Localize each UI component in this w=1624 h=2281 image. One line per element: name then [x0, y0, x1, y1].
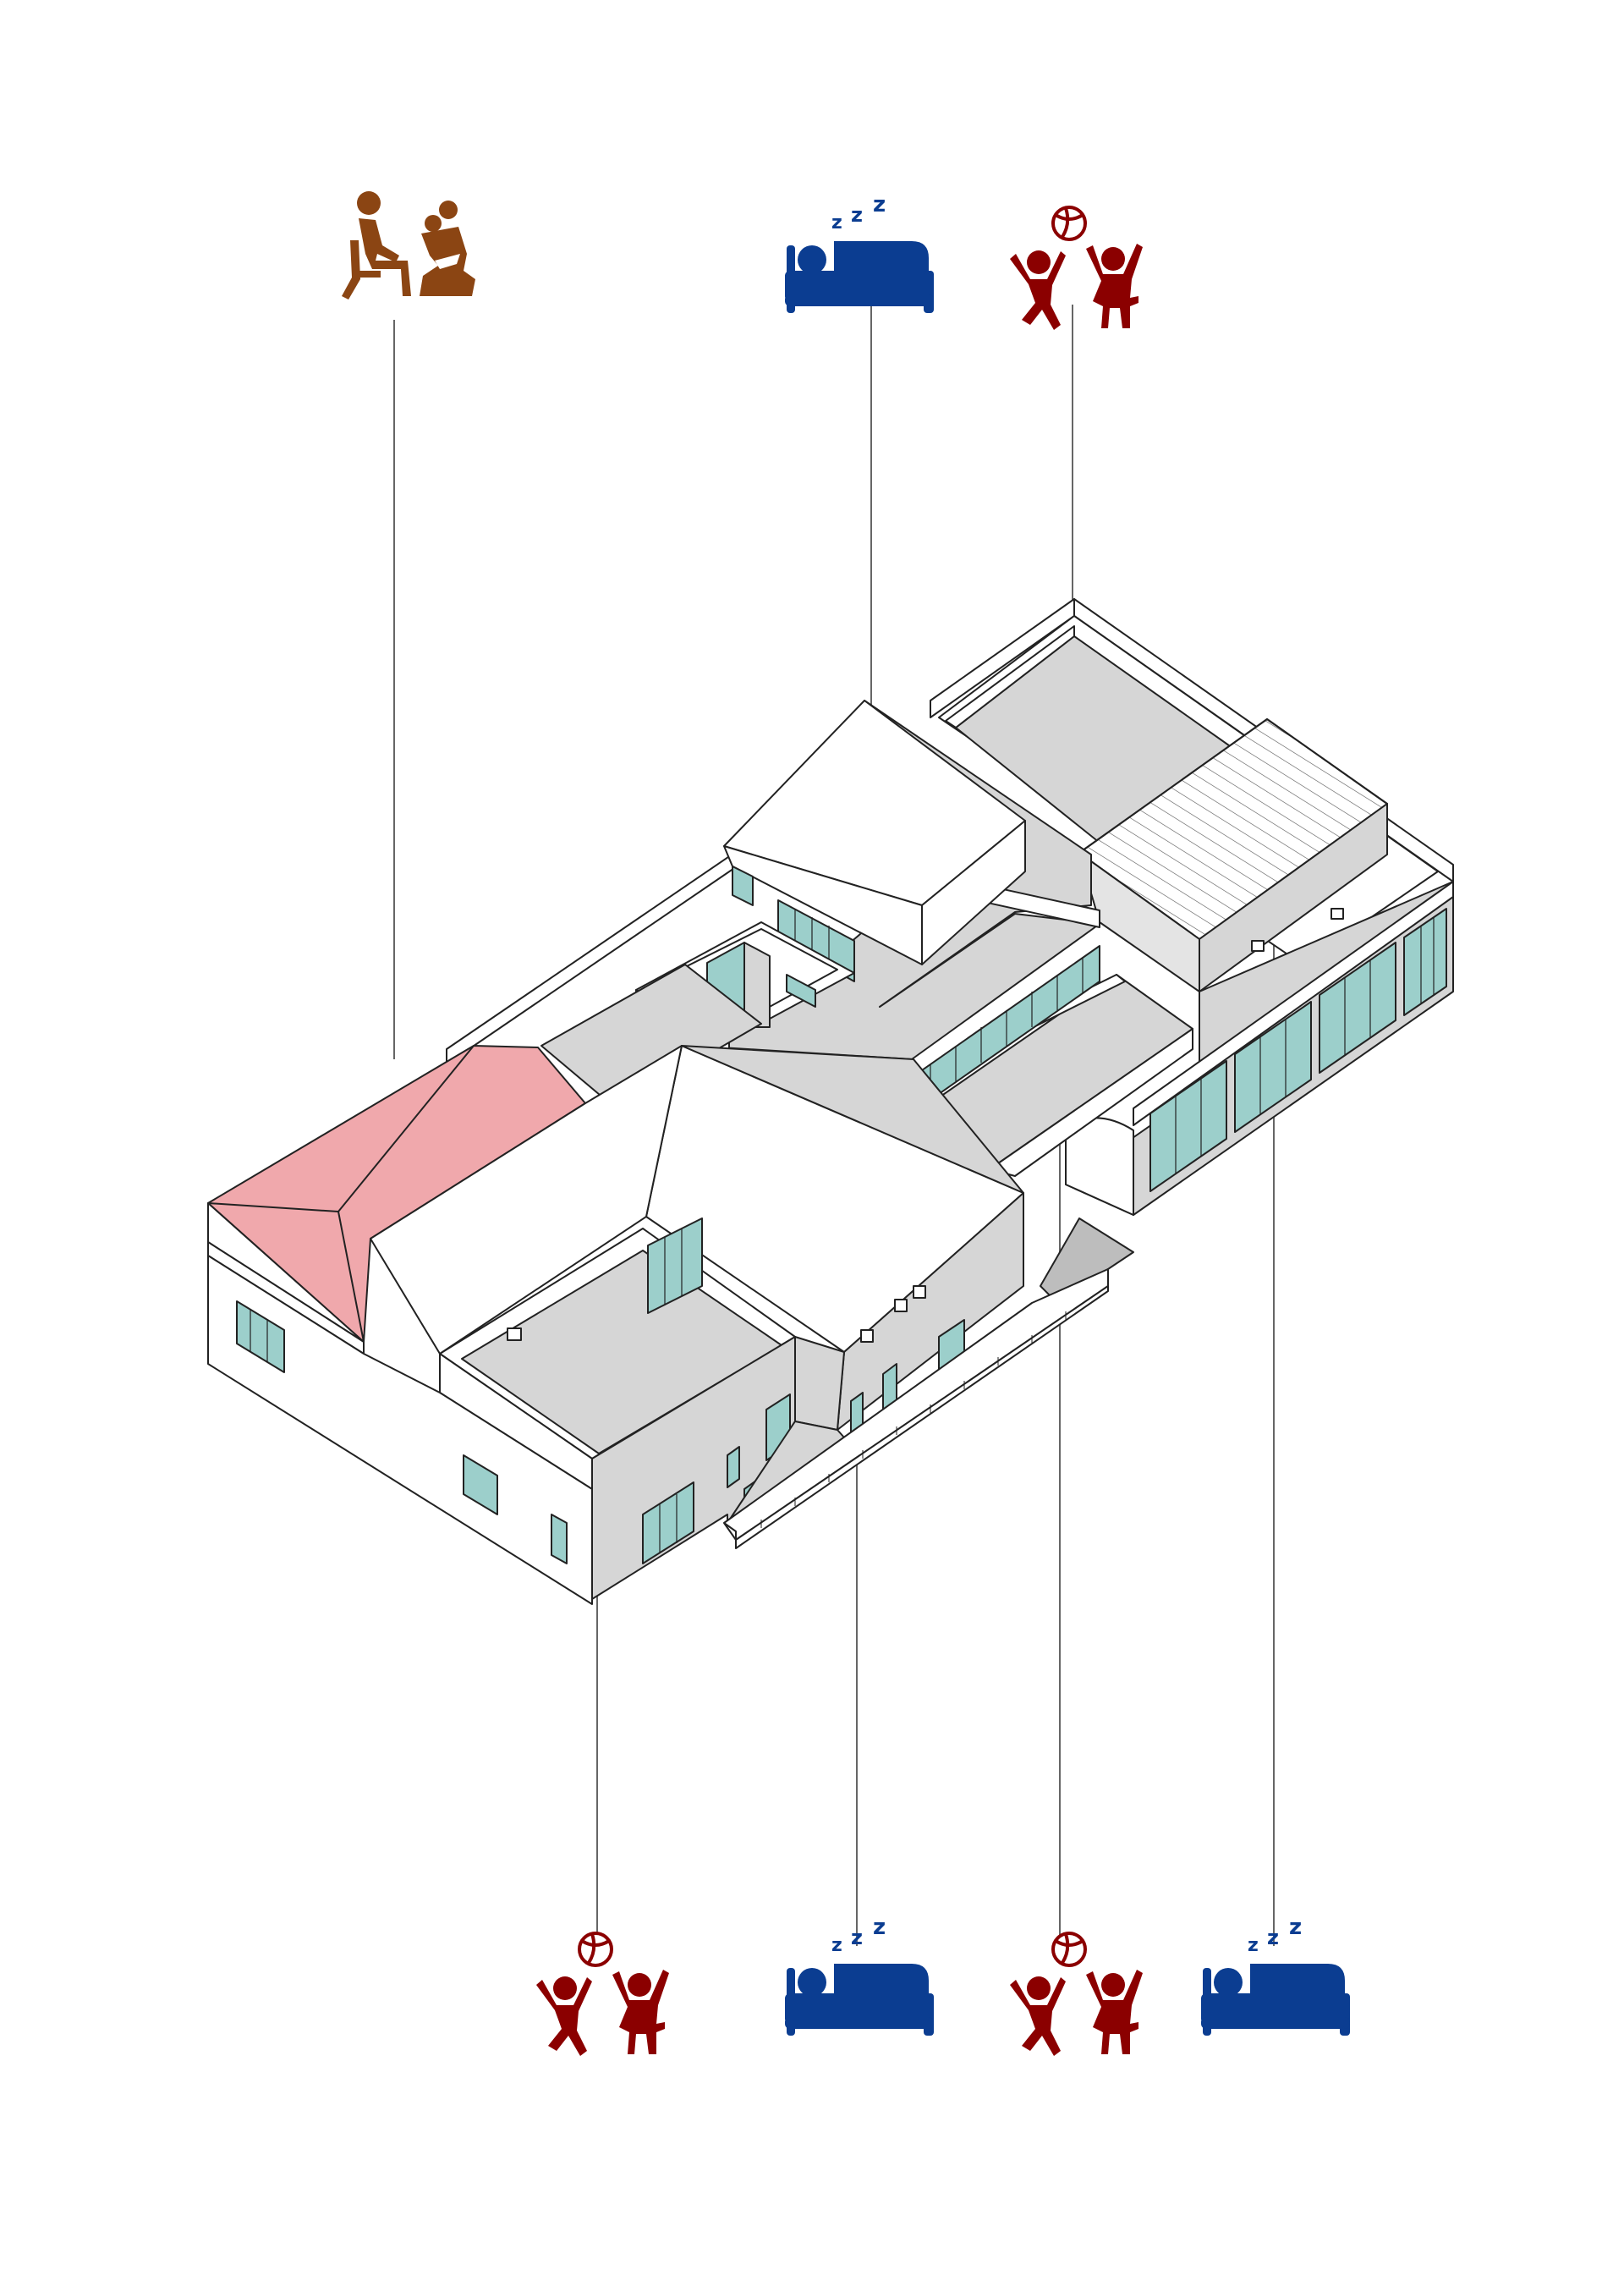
bottom-playing-icon-2 [1008, 1932, 1144, 2058]
front-veranda [723, 1268, 1109, 1549]
hatched-roof [1078, 718, 1388, 1004]
bottom-playing-icon-1 [535, 1932, 671, 2058]
upper-house [723, 700, 1026, 982]
mid-white-roof [370, 1045, 683, 1355]
bottom-sleeping-icon-2 [1201, 1915, 1350, 2036]
back-yard [540, 964, 762, 1109]
building-axonometric [207, 598, 1454, 1605]
front-terrace-wing [439, 1217, 796, 1490]
front-house [645, 1045, 1024, 1446]
bottom-sleeping-icon-1 [785, 1915, 934, 2036]
pink-roof-wing [207, 1045, 586, 1355]
top-playing-icon [1008, 206, 1144, 332]
right-wing [1065, 881, 1454, 1216]
top-teaching-icon [342, 191, 475, 300]
white-front-wall [207, 1255, 593, 1605]
top-sleeping-icon [785, 192, 934, 313]
